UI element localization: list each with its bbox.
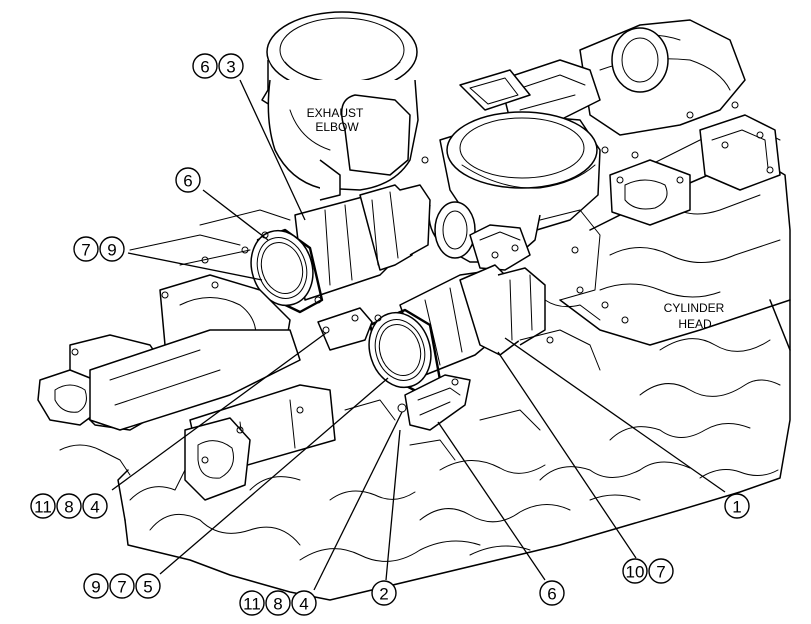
callout-11-8-4-a: 11 8 4 bbox=[30, 493, 108, 519]
exhaust-elbow-label-1: EXHAUST bbox=[307, 106, 364, 120]
cylinder-heads-left bbox=[37, 209, 336, 501]
mid-engine-detail bbox=[344, 209, 629, 461]
callout-1: 1 bbox=[724, 493, 750, 519]
leader-11-8-4-a bbox=[111, 332, 327, 491]
callout-6-top: 6 bbox=[175, 167, 201, 193]
cylinder-head-label-1: CYLINDER bbox=[664, 301, 725, 315]
callout-number: 5 bbox=[143, 578, 152, 597]
callout-number: 4 bbox=[90, 498, 99, 517]
callout-2: 2 bbox=[371, 580, 397, 606]
callout-number: 7 bbox=[81, 241, 90, 260]
leader-9-7-5 bbox=[159, 377, 389, 575]
callout-9-7-5: 9 7 5 bbox=[83, 573, 161, 599]
leader-2 bbox=[385, 429, 401, 581]
callout-number: 10 bbox=[626, 563, 645, 582]
engine-block bbox=[117, 299, 791, 601]
callout-number: 4 bbox=[299, 595, 308, 614]
callout-number: 6 bbox=[183, 172, 192, 191]
callout-number: 8 bbox=[273, 595, 282, 614]
cylinder-head-right bbox=[559, 114, 791, 351]
cylinder-head-label-2: HEAD bbox=[678, 317, 712, 331]
leader-11-8-4-b bbox=[313, 411, 403, 591]
callout-number: 9 bbox=[107, 241, 116, 260]
callout-number: 11 bbox=[34, 498, 52, 517]
callout-number: 9 bbox=[91, 578, 100, 597]
leader-7-9 bbox=[127, 252, 263, 281]
callout-number: 6 bbox=[200, 58, 209, 77]
callout-number: 11 bbox=[243, 595, 261, 614]
callout-number: 7 bbox=[117, 578, 126, 597]
leader-6-3 bbox=[239, 79, 306, 221]
lower-manifold-pipe bbox=[317, 264, 546, 431]
callout-6-bottom: 6 bbox=[539, 580, 565, 606]
exhaust-elbow-left: EXHAUST ELBOW bbox=[261, 11, 419, 201]
upper-exhaust-tubes bbox=[459, 19, 746, 159]
leader-lines bbox=[111, 79, 726, 591]
leader-1 bbox=[504, 337, 726, 493]
callout-number: 6 bbox=[547, 585, 556, 604]
callout-number: 8 bbox=[64, 498, 73, 517]
callout-number: 7 bbox=[656, 563, 665, 582]
exhaust-elbow-right bbox=[421, 111, 609, 271]
exhaust-elbow-label-2: ELBOW bbox=[315, 120, 359, 134]
upper-manifold-pipe bbox=[250, 184, 431, 314]
callout-11-8-4-b: 11 8 4 bbox=[239, 590, 317, 616]
leader-6-top bbox=[202, 189, 269, 241]
callout-number: 2 bbox=[379, 585, 388, 604]
callout-6-3: 6 3 bbox=[192, 53, 244, 79]
callout-number: 3 bbox=[226, 58, 235, 77]
leader-6-bottom bbox=[437, 421, 546, 581]
callout-number: 1 bbox=[732, 498, 741, 517]
leader-10-7 bbox=[497, 351, 637, 559]
callout-7-9: 7 9 bbox=[73, 236, 125, 262]
callout-10-7: 10 7 bbox=[622, 558, 674, 584]
